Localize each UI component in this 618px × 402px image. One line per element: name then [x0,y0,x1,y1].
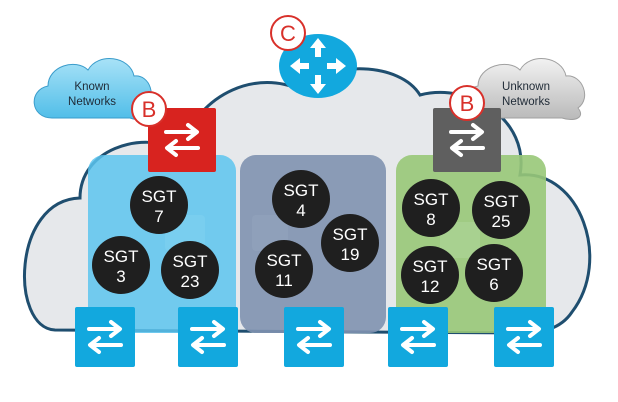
left-border-badge-label: B [142,97,157,122]
right-border-badge-label: B [460,91,475,116]
unknown-networks-label-line2: Networks [502,96,550,108]
sgt-label: SGT [284,181,319,200]
sgt-node: SGT 7 [130,176,188,234]
right-inner-switch-icon [440,222,480,258]
sgt-number: 25 [492,212,511,231]
edge-switch [494,307,554,367]
known-networks-cloud: Known Networks [33,58,152,121]
sgt-label: SGT [477,255,512,274]
router-badge: C [270,15,306,51]
sgt-number: 12 [421,277,440,296]
router-arrows-icon [290,38,346,94]
unknown-networks-label-line1: Unknown [502,81,550,93]
right-border-badge: B [449,85,485,121]
sgt-label: SGT [104,247,139,266]
left-border-switch [148,108,216,172]
sgt-node: SGT 4 [272,170,330,228]
sgt-number: 19 [341,245,360,264]
sgt-number: 4 [296,201,305,220]
sgt-number: 8 [426,210,435,229]
sgt-node: SGT 23 [161,241,219,299]
sgt-number: 3 [116,267,125,286]
sgt-number: 7 [154,207,163,226]
sgt-node: SGT 6 [465,244,523,302]
sgt-number: 23 [181,272,200,291]
sgt-label: SGT [267,251,302,270]
edge-switch [75,307,135,367]
sgt-node: SGT 19 [321,214,379,272]
sgt-node: SGT 12 [401,246,459,304]
router [279,34,357,98]
sgt-label: SGT [484,192,519,211]
sgt-node: SGT 11 [255,240,313,298]
sgt-label: SGT [333,225,368,244]
sgt-number: 11 [275,271,293,290]
edge-switch [388,307,448,367]
sgt-node: SGT 25 [472,181,530,239]
known-networks-label-line2: Networks [68,96,116,108]
sgt-node: SGT 3 [92,236,150,294]
router-badge-label: C [280,21,296,46]
sgt-node: SGT 8 [402,179,460,237]
sgt-label: SGT [414,190,449,209]
sgt-label: SGT [142,187,177,206]
edge-switch [178,307,238,367]
sgt-number: 6 [489,275,498,294]
sgt-label: SGT [173,252,208,271]
edge-switch [284,307,344,367]
left-border-badge: B [131,91,167,127]
known-networks-label-line1: Known [74,81,109,93]
sgt-label: SGT [413,257,448,276]
right-border-switch [433,108,501,172]
unknown-networks-cloud: Unknown Networks [462,58,586,121]
